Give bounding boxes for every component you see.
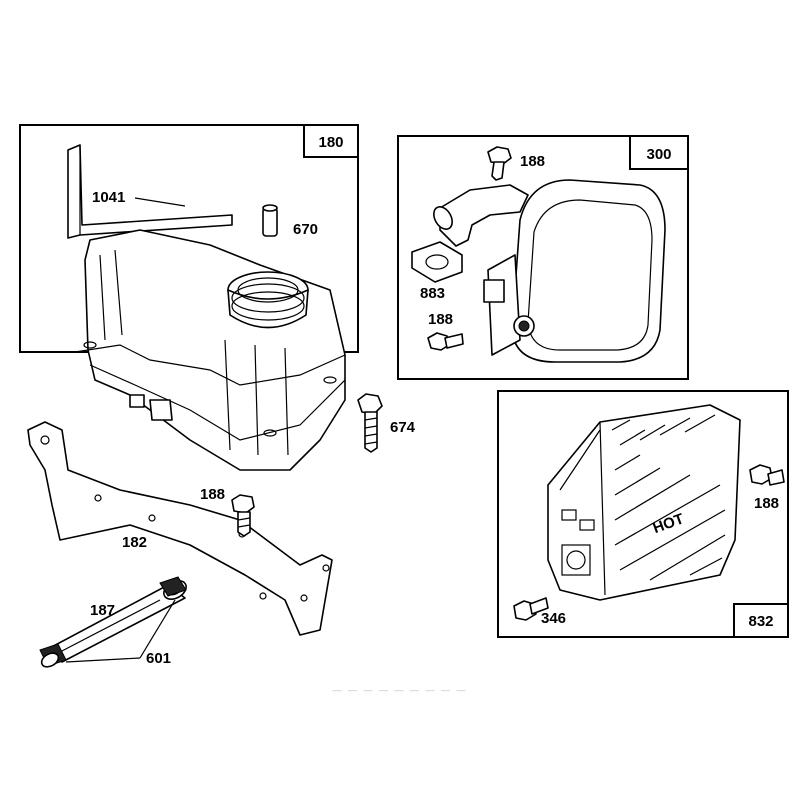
- label-187: 187: [90, 602, 115, 619]
- bolt-188-muffler-bottom: [427, 332, 464, 351]
- fuel-tank: [74, 229, 346, 471]
- bushing-670: [262, 204, 278, 237]
- bracket-182: [27, 421, 333, 636]
- bolt-188-muffler-top: [487, 146, 512, 181]
- screw-346-shield: [513, 597, 549, 621]
- frame-832: 832: [497, 390, 789, 638]
- box-number-832: 832: [748, 613, 773, 630]
- label-188-shield: 188: [754, 495, 779, 512]
- label-601: 601: [146, 650, 171, 667]
- bolt-188-bracket: [231, 494, 255, 537]
- screw-188-shield: [749, 464, 785, 486]
- label-670: 670: [293, 221, 318, 238]
- frame-300: 300: [397, 135, 689, 380]
- leader-1041: [134, 197, 186, 207]
- clamp-601-upper: [159, 576, 187, 597]
- label-188-muffler-bottom: 188: [428, 311, 453, 328]
- heat-shield: [547, 404, 741, 601]
- gasket-883: [411, 241, 463, 283]
- clamp-601-lower: [39, 643, 67, 668]
- box-number-180: 180: [318, 134, 343, 151]
- bolt-674: [357, 393, 383, 453]
- leader-601: [65, 599, 176, 663]
- label-182: 182: [122, 534, 147, 551]
- label-346: 346: [541, 610, 566, 627]
- muffler: [483, 179, 666, 363]
- label-188-muffler-top: 188: [520, 153, 545, 170]
- exhaust-pipe: [433, 184, 529, 247]
- box-number-300: 300: [646, 146, 671, 163]
- label-883: 883: [420, 285, 445, 302]
- footer-mark: — — — — — — — — —: [332, 685, 467, 695]
- label-1041: 1041: [92, 189, 125, 206]
- rod-1041: [67, 144, 233, 239]
- label-188-bracket: 188: [200, 486, 225, 503]
- label-674: 674: [390, 419, 416, 436]
